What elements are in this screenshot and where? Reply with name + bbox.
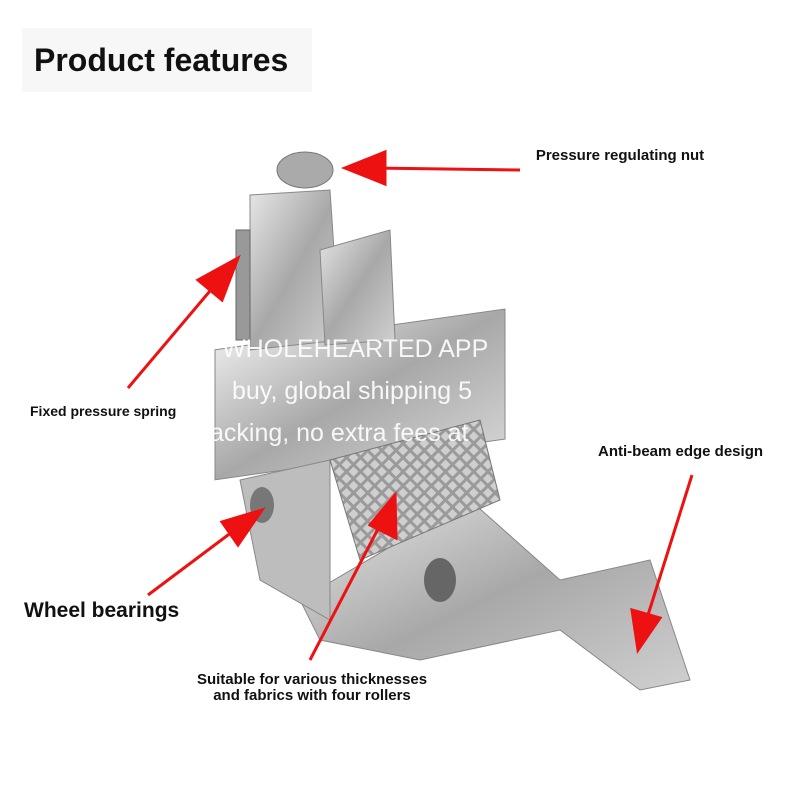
label-four-rollers: Suitable for various thicknesses and fab…	[196, 671, 428, 704]
watermark-line: buy, global shipping 5	[232, 377, 472, 405]
label-pressure-nut: Pressure regulating nut	[535, 147, 705, 164]
arrow-bearings	[147, 530, 233, 597]
arrow-edge	[646, 474, 694, 616]
arrow-nut	[374, 166, 521, 172]
page-title: Product features	[22, 28, 312, 92]
arrow-rollers	[308, 524, 382, 661]
presser-foot-body	[214, 151, 691, 691]
watermark-line: WHOLEHEARTED APP	[222, 335, 489, 363]
annotation-arrows	[126, 149, 694, 661]
label-pressure-spring: Fixed pressure spring	[30, 403, 177, 419]
arrow-spring	[126, 284, 217, 389]
watermark-line: acking, no extra fees at	[210, 419, 469, 447]
label-wheel-bearings: Wheel bearings	[24, 599, 180, 622]
label-anti-beam-edge: Anti-beam edge design	[598, 443, 764, 460]
